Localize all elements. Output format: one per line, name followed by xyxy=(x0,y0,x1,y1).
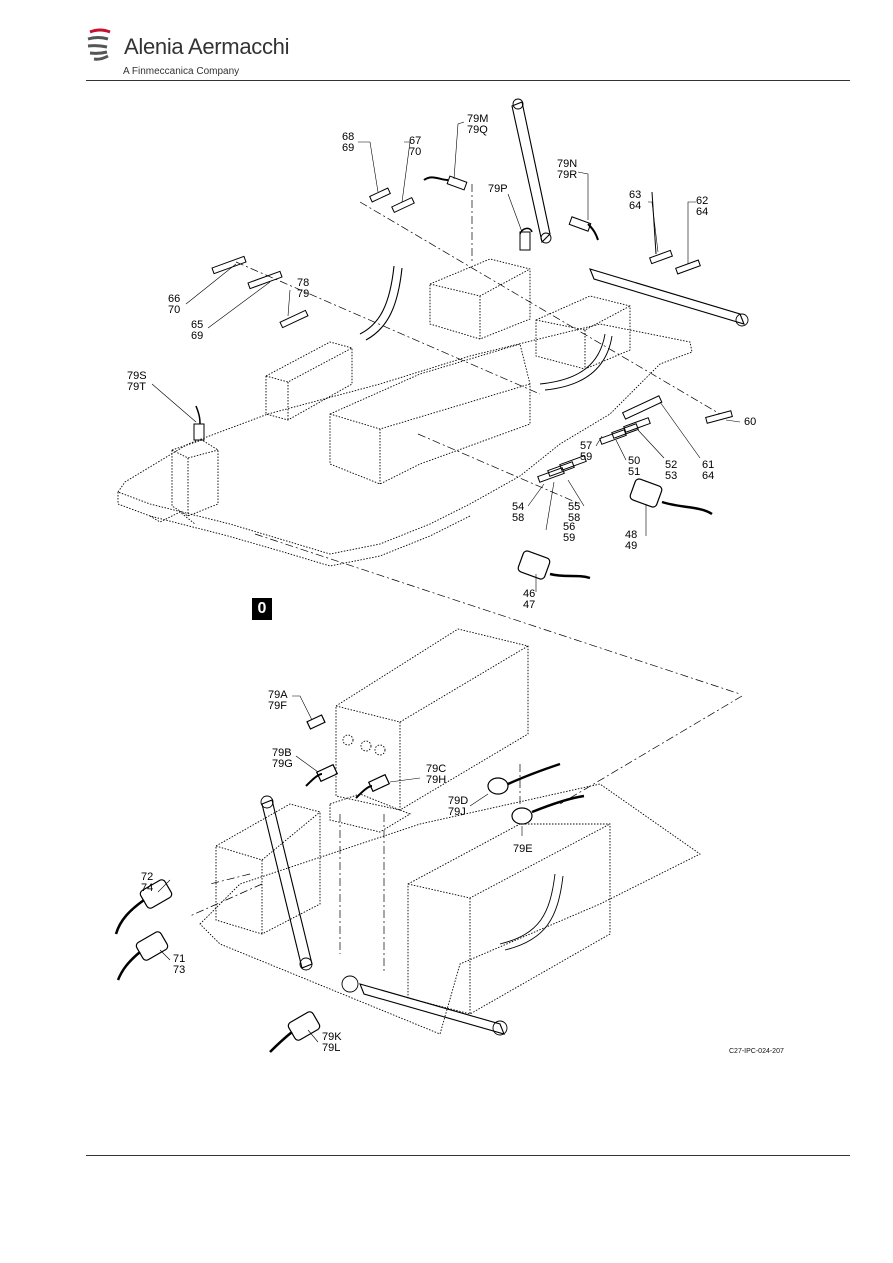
alenia-swoosh-icon xyxy=(87,28,111,61)
callout-46-47: 46 47 xyxy=(523,588,536,611)
callout-71-73: 71 73 xyxy=(173,953,186,976)
callout-79s-79t: 79S 79T xyxy=(127,370,147,393)
callout-48-49: 48 49 xyxy=(625,529,638,552)
callout-62-64: 62 64 xyxy=(696,195,709,218)
callout-78-79: 78 79 xyxy=(297,277,310,300)
callout-79c-79h: 79C 79H xyxy=(426,763,447,786)
callout-60: 60 xyxy=(744,416,757,428)
exploded-parts-drawing: 68 69 67 70 79M 79Q 79P 79N 79R 63 64 62… xyxy=(0,84,893,1154)
callout-79p: 79P xyxy=(488,183,508,195)
callout-67-70: 67 70 xyxy=(409,135,422,158)
upper-assembly xyxy=(117,98,749,695)
callout-79b-79g: 79B 79G xyxy=(272,747,293,770)
callout-61-64: 61 64 xyxy=(702,459,715,482)
callout-79d-79j: 79D 79J xyxy=(448,795,469,818)
company-name: Alenia Aermacchi xyxy=(124,34,290,59)
callout-50-51: 50 51 xyxy=(628,455,641,478)
callout-55-58: 55 58 xyxy=(568,501,581,524)
footer-divider xyxy=(86,1155,850,1156)
callout-79a-79f: 79A 79F xyxy=(268,689,288,712)
callout-63-64: 63 64 xyxy=(629,189,642,212)
lower-assembly xyxy=(114,628,743,1053)
callout-79e: 79E xyxy=(513,843,533,855)
technical-illustration xyxy=(114,98,749,1053)
callout-66-70: 66 70 xyxy=(168,293,181,316)
header-divider xyxy=(86,80,850,81)
page-header: Alenia Aermacchi A Finmeccanica Company xyxy=(0,0,893,84)
company-logo: Alenia Aermacchi A Finmeccanica Company xyxy=(86,24,290,82)
callout-57-59: 57 59 xyxy=(580,440,593,463)
callout-56-59: 56 59 xyxy=(563,521,576,544)
callout-72-74: 72 74 xyxy=(141,871,154,894)
callout-79k-79l: 79K 79L xyxy=(322,1031,342,1054)
callout-79n-79r: 79N 79R xyxy=(557,158,578,181)
view-label-badge: 0 xyxy=(252,598,272,620)
company-subtitle: A Finmeccanica Company xyxy=(123,66,240,77)
figure-code: C27-IPC-024-207 xyxy=(729,1048,784,1055)
callout-65-69: 65 69 xyxy=(191,319,204,342)
callout-52-53: 52 53 xyxy=(665,459,678,482)
callout-68-69: 68 69 xyxy=(342,131,355,154)
callout-54-58: 54 58 xyxy=(512,501,525,524)
callout-79m-79q: 79M 79Q xyxy=(467,113,489,136)
